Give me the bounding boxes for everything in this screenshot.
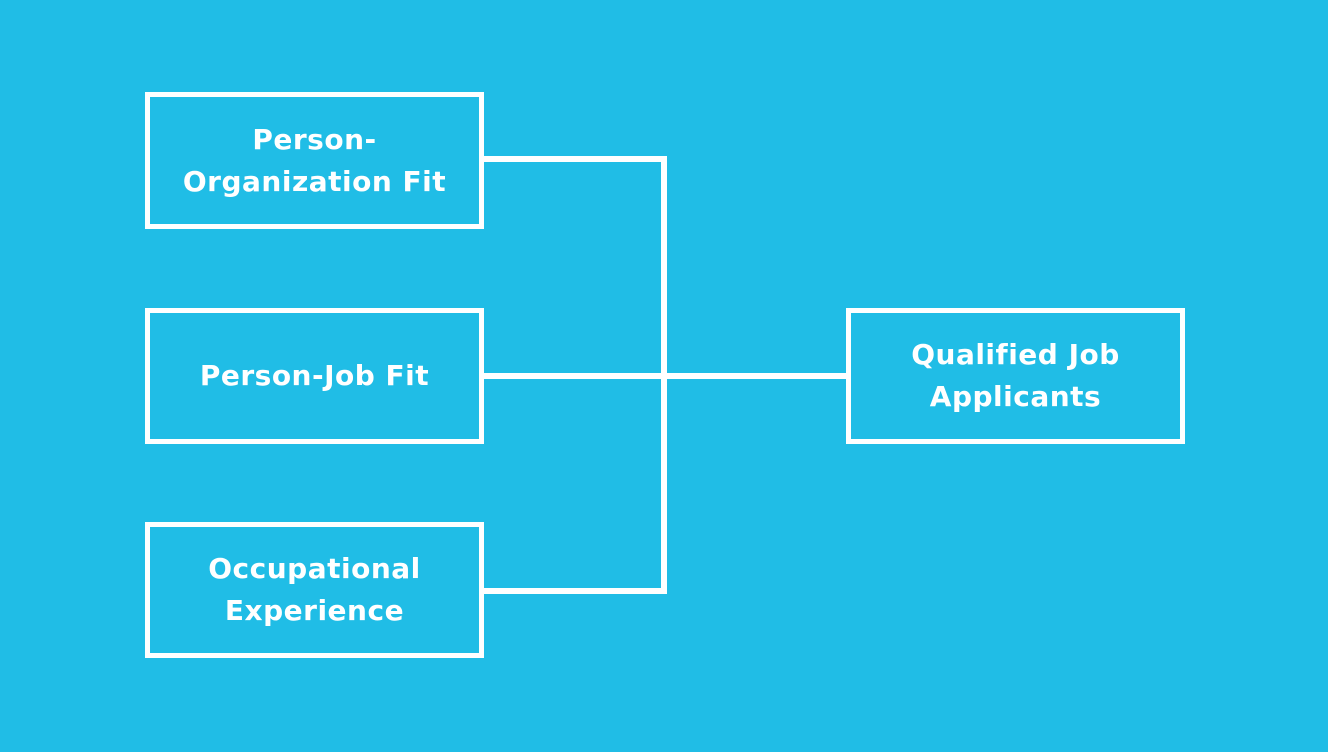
node-qualified-job-applicants-label: Qualified Job Applicants bbox=[911, 338, 1120, 413]
node-occupational-experience-label: Occupational Experience bbox=[208, 552, 421, 627]
node-person-job-fit: Person-Job Fit bbox=[145, 308, 484, 444]
connector-person-org-to-trunk bbox=[484, 156, 667, 162]
node-person-organization-fit-label: Person- Organization Fit bbox=[182, 122, 447, 198]
connector-main-to-qualified bbox=[484, 373, 846, 379]
connector-occupational-to-trunk bbox=[484, 588, 667, 594]
node-occupational-experience: Occupational Experience bbox=[145, 522, 484, 658]
node-person-job-fit-label: Person-Job Fit bbox=[199, 359, 430, 392]
node-qualified-job-applicants: Qualified Job Applicants bbox=[846, 308, 1185, 444]
node-person-organization-fit: Person- Organization Fit bbox=[145, 92, 484, 229]
